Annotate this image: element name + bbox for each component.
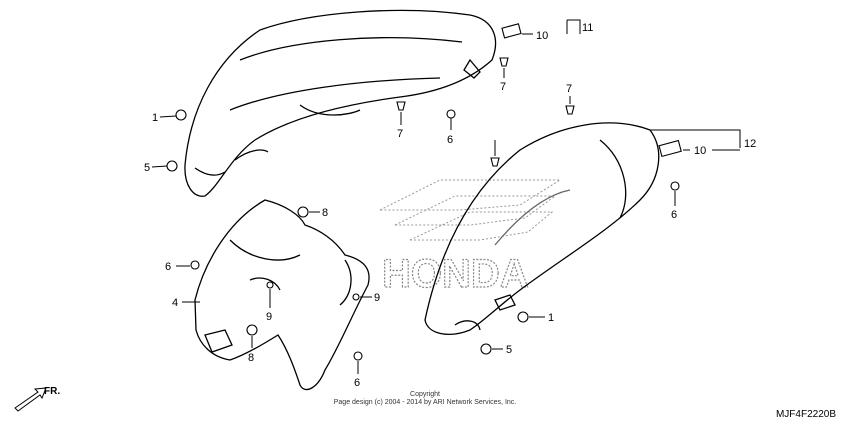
callout-11: 11: [582, 22, 593, 34]
callout-8a: 8: [322, 207, 328, 219]
callout-1a: 1: [152, 112, 158, 124]
clip-9-icon: [266, 281, 274, 289]
callout-9a: 9: [266, 311, 272, 323]
screw-6d-icon: [353, 351, 363, 361]
emblem-10b-icon: [658, 139, 682, 158]
callout-6c: 6: [165, 261, 171, 273]
callout-4: 4: [172, 297, 178, 309]
upper-cover-left: [184, 9, 497, 197]
front-arrow-label: FR.: [44, 386, 60, 397]
side-cover-right: [424, 122, 660, 335]
watermark-brand: HONDA: [382, 252, 529, 296]
clip-7d-icon: [490, 157, 500, 167]
leader-lines: [151, 19, 741, 374]
nut-8-icon: [297, 206, 309, 218]
callout-7a: 7: [500, 81, 506, 93]
callout-5b: 5: [506, 344, 512, 356]
inner-cover-lower: [194, 199, 370, 391]
diagram-code: MJF4F2220B: [776, 409, 836, 420]
callout-6d: 6: [354, 377, 360, 389]
nut-5b-icon: [480, 343, 492, 355]
callout-8b: 8: [248, 352, 254, 364]
nut-8b-icon: [246, 324, 258, 336]
callout-1b: 1: [548, 312, 554, 324]
screw-6c-icon: [190, 260, 200, 270]
honda-watermark: HONDA: [379, 179, 562, 297]
grommet-1-icon: [175, 109, 187, 121]
callout-10a: 10: [536, 30, 548, 42]
clip-7b-icon: [396, 101, 406, 111]
clip-9b-icon: [352, 293, 360, 301]
callout-6b: 6: [671, 209, 677, 221]
callout-9b: 9: [374, 292, 380, 304]
callout-labels: 1 5 11 10 7 7 6 7 12 10 6 8 6 4 9 9 8 6 …: [144, 22, 756, 389]
copyright-line2: Page design (c) 2004 - 2014 by ARI Netwo…: [334, 399, 517, 406]
callout-7b: 7: [397, 128, 403, 140]
copyright-block: Copyright Page design (c) 2004 - 2014 by…: [334, 391, 517, 406]
screw-6b-icon: [670, 181, 680, 191]
screw-6-icon: [446, 109, 456, 119]
callout-7c: 7: [566, 83, 572, 95]
fasteners: [166, 23, 682, 361]
grommet-1b-icon: [517, 311, 529, 323]
emblem-10-icon: [501, 23, 522, 39]
nut-5-icon: [166, 160, 178, 172]
clip-7c-icon: [565, 105, 575, 115]
front-direction-arrow: FR.: [14, 386, 60, 412]
clip-7-icon: [499, 57, 509, 67]
copyright-line1: Copyright: [410, 391, 440, 398]
callout-6a: 6: [447, 134, 453, 146]
callout-5a: 5: [144, 162, 150, 174]
callout-12: 12: [744, 138, 756, 150]
callout-10b: 10: [694, 145, 706, 157]
